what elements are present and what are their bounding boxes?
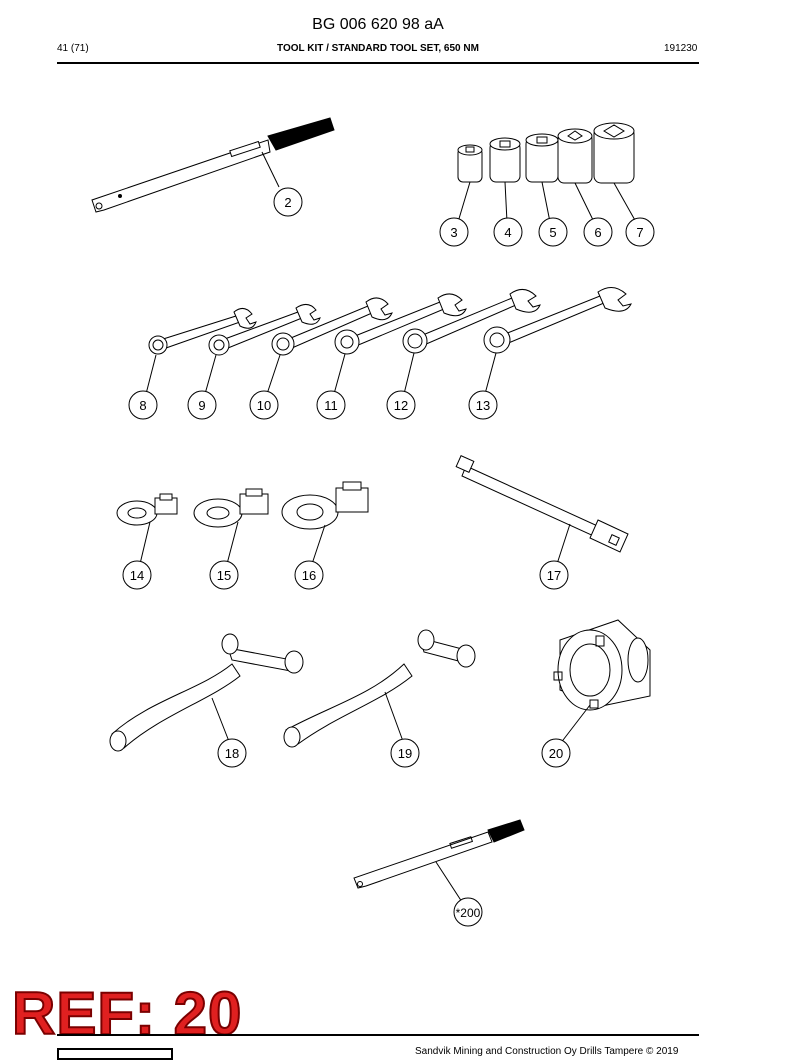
callout-8 [128, 390, 158, 420]
page-title: TOOL KIT / STANDARD TOOL SET, 650 NM [277, 43, 479, 54]
insert-ring-wrench-set-drawing [116, 481, 369, 565]
callout-9 [187, 390, 217, 420]
callout-18 [217, 738, 247, 768]
extension-bar-drawing [455, 455, 629, 565]
footer-copyright: Sandvik Mining and Construction Oy Drill… [415, 1046, 679, 1057]
callout-label: 17 [547, 568, 561, 583]
page-number: 41 (71) [57, 43, 89, 54]
hammer-small-drawing [109, 633, 304, 752]
sandvik-logo [57, 1048, 173, 1060]
callout-label: 12 [394, 398, 408, 413]
torque-wrench-drawing [91, 117, 335, 213]
callout-label: 7 [636, 225, 643, 240]
callout-label: 16 [302, 568, 316, 583]
hammer-large-drawing [283, 629, 476, 748]
callout-11 [316, 390, 346, 420]
callout-label: 15 [217, 568, 231, 583]
callout-label: 8 [139, 398, 146, 413]
callout-label: 2 [284, 195, 291, 210]
callout-17 [539, 560, 569, 590]
document-code: BG 006 620 98 aA [312, 16, 444, 33]
callout-19 [390, 738, 420, 768]
callout-16 [294, 560, 324, 590]
header-divider [57, 62, 699, 64]
callout-5 [538, 217, 568, 247]
callout-label: 5 [549, 225, 556, 240]
footer-divider [57, 1034, 699, 1036]
nut-socket-tool-drawing [553, 619, 651, 745]
callout-label: 14 [130, 568, 144, 583]
callout-label: 6 [594, 225, 601, 240]
callout-4 [493, 217, 523, 247]
combination-wrench-set-drawing [145, 287, 632, 395]
callout-label: 13 [476, 398, 490, 413]
callout-13 [468, 390, 498, 420]
callout-label: *200 [456, 906, 481, 920]
torque-wrench-alt-drawing [353, 819, 525, 903]
callout-label: 11 [324, 398, 338, 413]
callout-14 [122, 560, 152, 590]
callout-10 [249, 390, 279, 420]
callout-15 [209, 560, 239, 590]
callout-label: 19 [398, 746, 412, 761]
date-code: 191230 [664, 43, 698, 54]
callout-label: 10 [257, 398, 271, 413]
callout-3 [439, 217, 469, 247]
callout-label: 3 [450, 225, 457, 240]
callout-label: 20 [549, 746, 563, 761]
callout-2 [273, 187, 303, 217]
callout-200 [453, 897, 483, 927]
callout-6 [583, 217, 613, 247]
callout-7 [625, 217, 655, 247]
socket-set-drawing [457, 122, 637, 223]
callout-label: 18 [225, 746, 239, 761]
callout-20 [541, 738, 571, 768]
callout-12 [386, 390, 416, 420]
callout-label: 9 [198, 398, 205, 413]
callout-label: 4 [504, 225, 511, 240]
